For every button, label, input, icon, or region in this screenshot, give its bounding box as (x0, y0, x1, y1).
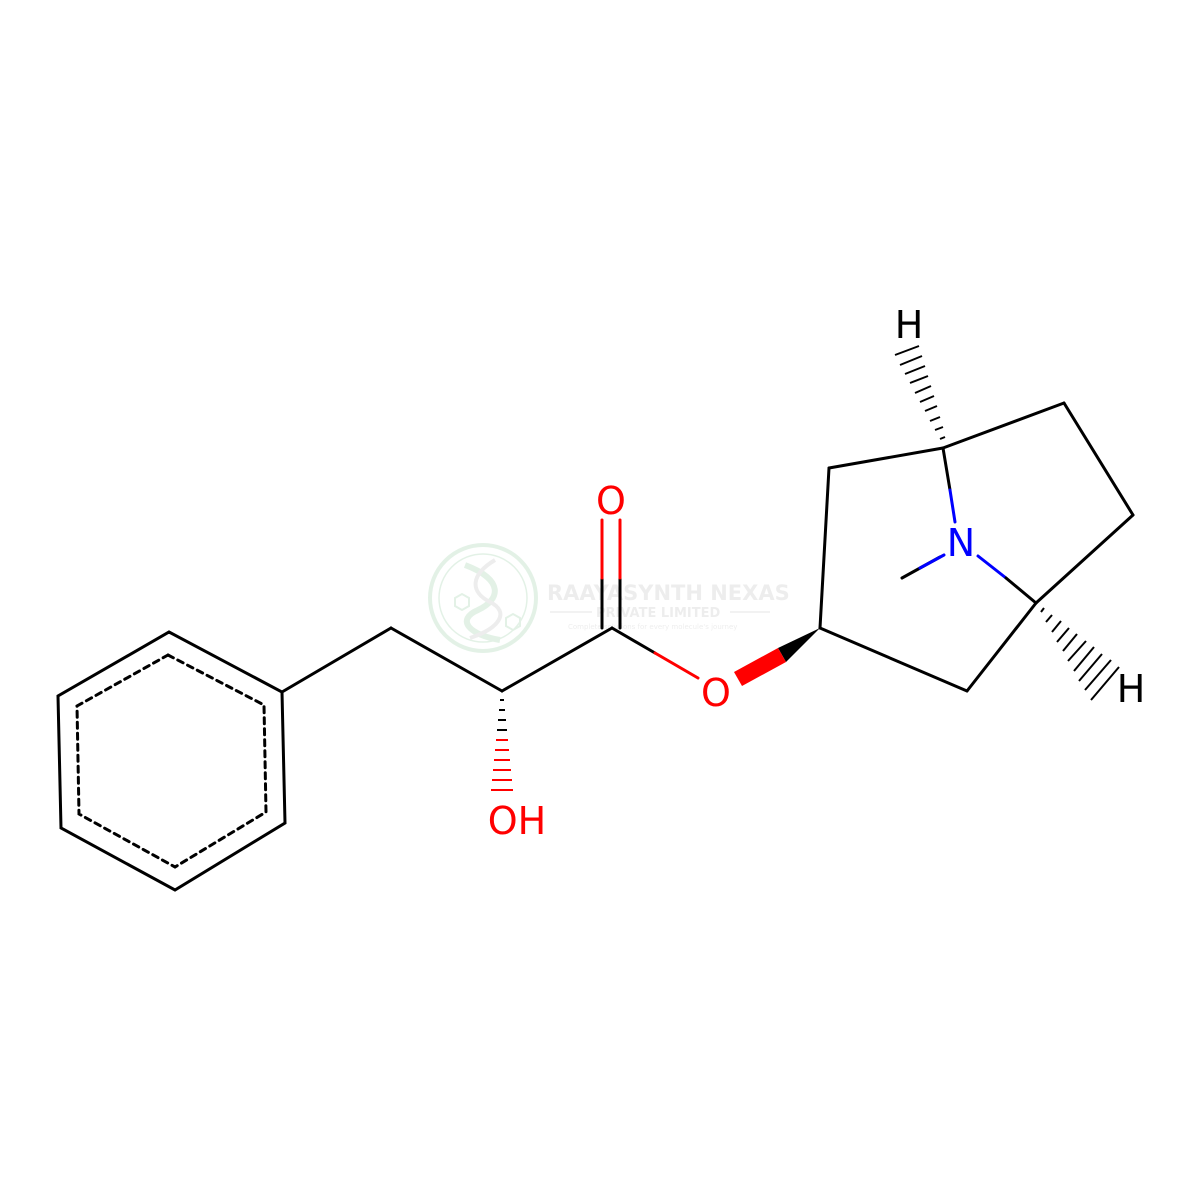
bond-n-methyl-blue (918, 553, 946, 570)
bond-c1-n (941, 446, 952, 492)
bond-ester-o-red (653, 651, 700, 680)
watermark-company: RAAYASYNTH NEXAS (547, 581, 790, 605)
benzene-aromatic-dashes (75, 653, 268, 869)
watermark-tagline: Complete solutions for every molecule's … (568, 623, 737, 631)
bond-c2-c1 (827, 446, 945, 470)
hashed-bond-oh (491, 699, 513, 791)
hexagon-icon (505, 612, 521, 632)
atom-labels: O O OH N H H (488, 303, 1146, 843)
wedge-black (778, 628, 820, 662)
bond-n-c5-blue (976, 554, 1008, 580)
bond-c4-c3 (818, 626, 969, 693)
wedge-red (734, 648, 786, 686)
atom-label-hydrogen-top: H (895, 303, 924, 347)
hashed-bond-h-bottom (1040, 607, 1120, 701)
bond-ring-ch2 (280, 626, 393, 694)
watermark-logo-inner-circle (438, 553, 528, 643)
bonds (280, 401, 1135, 694)
atom-label-hydroxyl: OH (488, 799, 546, 843)
atom-label-carbonyl-oxygen: O (596, 479, 626, 523)
bond-chiral-carbonyl (500, 626, 614, 693)
bond-c1-c7 (941, 401, 1066, 450)
watermark-logo-circle (428, 543, 538, 653)
bond-n-c5-black (1004, 576, 1038, 605)
bond-n-c1-blue (948, 488, 957, 524)
watermark: RAAYASYNTH NEXAS PRIVATE LIMITED Complet… (428, 543, 790, 653)
benzene-outer (56, 630, 287, 892)
atom-label-nitrogen: N (947, 521, 975, 565)
bond-c3-c2 (818, 466, 831, 630)
bond-c7-c6 (1062, 401, 1135, 517)
dna-helix-icon (463, 562, 501, 643)
bond-c6-c5 (1034, 513, 1135, 605)
benzene-ring (56, 630, 287, 892)
atom-label-ester-oxygen: O (701, 671, 731, 715)
atom-label-hydrogen-bottom: H (1117, 667, 1146, 711)
hexagon-icon (454, 592, 470, 612)
bond-c5-c4 (965, 601, 1038, 693)
dna-helix-icon-strand (469, 558, 503, 640)
wedge-bond-ester (734, 628, 820, 686)
watermark-subtitle: PRIVATE LIMITED (596, 606, 721, 621)
hashed-bond-h-top (894, 345, 946, 440)
bond-carbonyl-ester (610, 626, 657, 655)
bond-ch2-chiral (389, 626, 504, 693)
hetero-bonds (600, 488, 1038, 680)
